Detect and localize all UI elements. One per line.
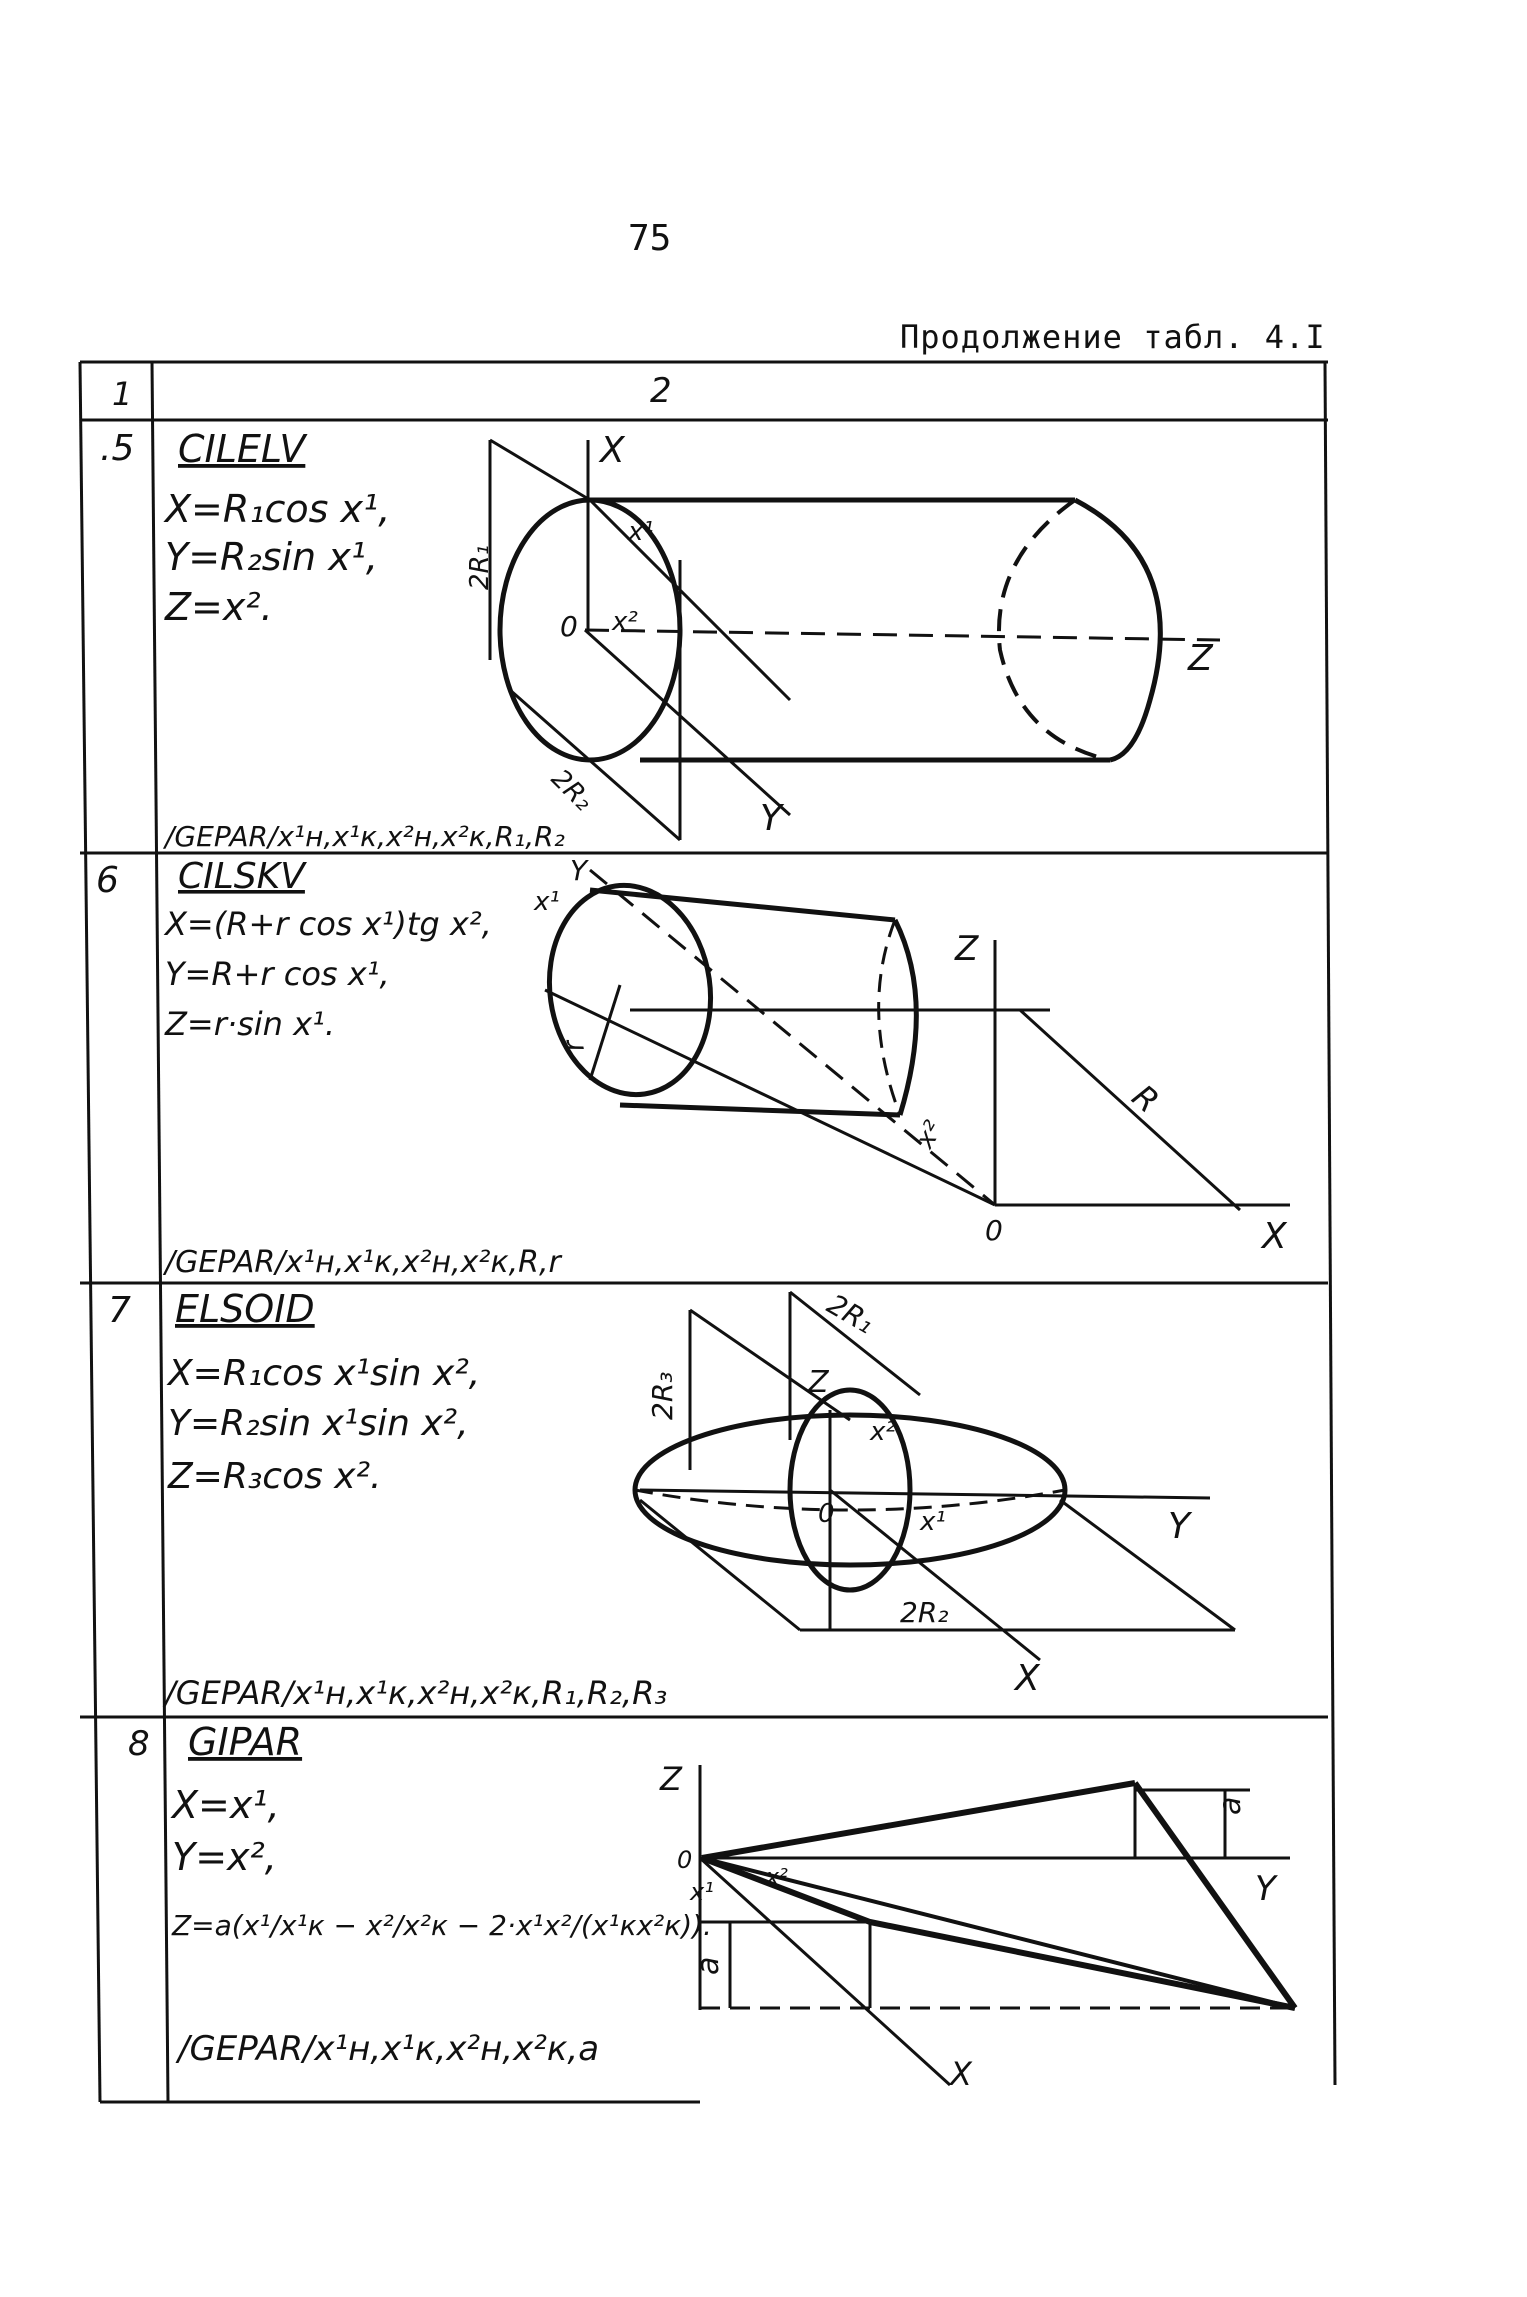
row-number: 7 [108, 1290, 131, 1331]
axis-x-label: X [1013, 1658, 1041, 1699]
table-frame [78, 360, 1337, 2104]
row-6-cilskv: 6 CILSKV X=(R+r cos x¹)tg x², Y=R+r cos … [96, 854, 1290, 1280]
gepar-line: /GEPAR/x¹н,x¹к,x²н,x²к,R,r [162, 1245, 562, 1280]
formula-z: Z=R₃cos x². [167, 1456, 381, 1497]
formula-y: Y=R₂sin x¹, [165, 535, 378, 579]
gepar-line: /GEPAR/x¹н,x¹к,x²н,x²к,R₁,R₂,R₃ [162, 1674, 667, 1712]
dim-2r3-label: 2R₃ [646, 1372, 679, 1421]
x2-label: x² [611, 607, 638, 637]
formula-y: Y=R+r cos x¹, [165, 955, 390, 993]
row-number: 6 [96, 860, 119, 901]
axis-x-label: X [948, 2055, 973, 2093]
axis-y-label: Y [1168, 1506, 1193, 1547]
axis-y-label: Y [570, 854, 589, 887]
a-top-label: a [1213, 1797, 1248, 1815]
a-left-label: a [691, 1957, 726, 1975]
axis-z-label: Z [659, 1760, 683, 1798]
axis-z-label: Z [1187, 638, 1214, 679]
row-7-elsoid: 7 ELSOID X=R₁cos x¹sin x², Y=R₂sin x¹sin… [108, 1287, 1236, 1712]
x1-label: x¹ [689, 1878, 714, 1906]
dim-2r1-label: 2R₁ [822, 1287, 881, 1340]
dim-2r2-label: 2R₂ [545, 764, 598, 817]
formula-x: X=R₁cos x¹sin x², [166, 1353, 480, 1394]
axis-z-label: Z [954, 929, 979, 969]
surface-name: GIPAR [188, 1720, 302, 1764]
dim-2r1-label: 2R₁ [465, 545, 495, 590]
cylinder-figure [488, 438, 1221, 842]
formula-x: X=(R+r cos x¹)tg x², [163, 905, 492, 943]
x1-label: x¹ [919, 1507, 946, 1537]
origin-label: 0 [985, 1214, 1003, 1247]
formula-x: X=R₁cos x¹, [163, 487, 390, 531]
ellipsoid-figure [632, 1290, 1236, 1662]
surface-name: ELSOID [175, 1287, 315, 1331]
formula-z: Z=r·sin x¹. [164, 1005, 335, 1043]
axis-y-label: Y [1255, 1869, 1278, 1909]
gepar-line: /GEPAR/x¹н,x¹к,x²н,x²к,a [175, 2029, 599, 2069]
page-number: 75 [628, 218, 672, 259]
hyperbolic-paraboloid-figure [698, 1765, 1298, 2087]
table-continuation-caption: Продолжение табл. 4.I [900, 318, 1326, 356]
R-label: R [1125, 1077, 1166, 1120]
dim-2r2-label: 2R₂ [900, 1596, 949, 1629]
row-number: 8 [128, 1724, 150, 1764]
header-col-2: 2 [650, 371, 672, 411]
formula-x: X=x¹, [170, 1783, 280, 1827]
axis-x-label: X [598, 430, 626, 471]
axis-y-label: Y [760, 798, 785, 839]
x2-label: x² [765, 1865, 788, 1890]
row-8-gipar: 8 GIPAR X=x¹, Y=x², Z=a(x¹/x¹к − x²/x²к … [128, 1720, 1298, 2093]
gepar-line: /GEPAR/x¹н,x¹к,x²н,x²к,R₁,R₂ [162, 820, 565, 853]
x2-label: x² [910, 1116, 949, 1154]
origin-label: 0 [560, 610, 578, 643]
surface-name: CILSKV [178, 856, 307, 897]
formula-y: Y=R₂sin x¹sin x², [168, 1403, 469, 1444]
axis-z-label: Z [807, 1365, 830, 1400]
skew-cylinder-figure [544, 868, 1290, 1212]
surface-name: CILELV [178, 427, 308, 471]
axis-x-label: X [1260, 1216, 1288, 1257]
x1-label: x¹ [627, 517, 654, 547]
x1-label: x¹ [533, 887, 560, 917]
origin-label: 0 [677, 1846, 692, 1874]
row-number: .5 [100, 428, 134, 469]
formula-z: Z=x². [164, 585, 273, 629]
formula-y: Y=x², [172, 1835, 277, 1879]
x2-label: x² [869, 1417, 896, 1447]
origin-label: 0 [818, 1499, 835, 1529]
formula-z: Z=a(x¹/x¹к − x²/x²к − 2·x¹x²/(x¹кx²к)). [171, 1909, 712, 1942]
header-col-1: 1 [112, 375, 132, 413]
row-5-cilelv: .5 CILELV X=R₁cos x¹, Y=R₂sin x¹, Z=x². … [100, 427, 1221, 853]
